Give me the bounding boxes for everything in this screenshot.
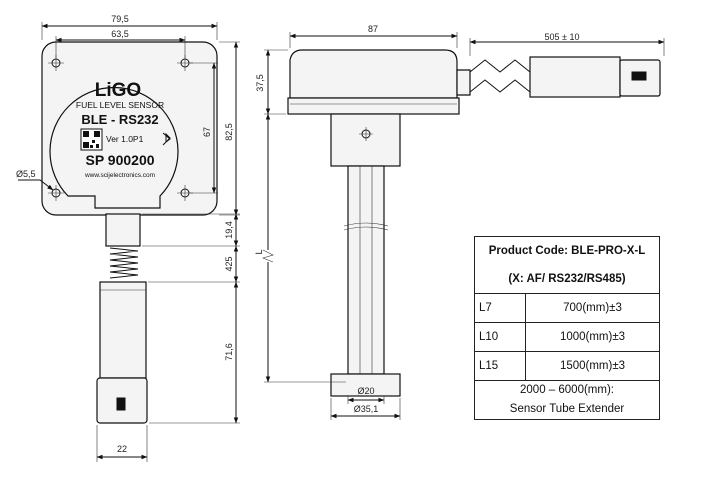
product-subtitle: FUEL LEVEL SENSOR: [76, 100, 164, 110]
dim-side-width: 87: [368, 24, 378, 34]
dim-tube-outer: Ø35,1: [354, 404, 379, 414]
qr-code-icon: [80, 128, 103, 151]
side-plug-slot: [631, 71, 647, 81]
website-label: www.scijelectronics.com: [84, 172, 155, 179]
model-label: BLE - RS232: [81, 112, 158, 127]
side-gland: [456, 69, 471, 96]
table-title: Product Code: BLE-PRO-X-L: [474, 236, 660, 265]
dim-height-outer: 82,5: [224, 123, 234, 141]
table-subtitle: (X: AF/ RS232/RS485): [474, 265, 660, 294]
connector-body: [99, 281, 147, 379]
dim-side-height: 37,5: [255, 74, 265, 92]
cable-gland: [105, 213, 141, 247]
row-value: 700(mm)±3: [525, 293, 660, 323]
dim-width-holes: 63,5: [111, 29, 129, 39]
dim-hole-dia: Ø5,5: [16, 169, 36, 179]
side-flange: [287, 97, 460, 115]
side-spring: [469, 59, 531, 93]
front-view: LiGO FUEL LEVEL SENSOR BLE - RS232 Ver 1…: [16, 14, 240, 462]
dim-height-holes: 67: [202, 127, 212, 137]
dim-connector-length: 71,6: [224, 343, 234, 361]
tube-bottom: [330, 373, 401, 397]
bluetooth-icon: [162, 132, 171, 146]
side-housing: [289, 49, 458, 99]
side-view: 87 37,5 L 505 ± 10 Ø20 Ø35,1: [254, 24, 665, 420]
dim-gland: 19,4: [224, 221, 234, 239]
cable-spring: [109, 247, 139, 279]
dim-tube-length: L: [254, 249, 264, 254]
sensor-tube: [347, 165, 385, 375]
table-row: L7 700(mm)±3: [474, 293, 660, 323]
table-row: L10 1000(mm)±3: [474, 322, 660, 352]
sensor-housing: [49, 86, 179, 209]
dim-spring: 425: [224, 256, 234, 271]
brand-logo: LiGO: [95, 80, 141, 101]
row-code: L7: [474, 293, 526, 323]
product-spec-table: Product Code: BLE-PRO-X-L (X: AF/ RS232/…: [474, 236, 660, 420]
dim-cable-length: 505 ± 10: [545, 32, 580, 42]
row-value: 1000(mm)±3: [525, 322, 660, 352]
dim-width-outer: 79,5: [111, 14, 129, 24]
dim-connector-width: 22: [117, 444, 127, 454]
side-connector: [529, 56, 621, 98]
row-code: L15: [474, 351, 526, 381]
table-footer-range: 2000 – 6000(mm):: [474, 380, 660, 400]
tube-head: [330, 113, 401, 167]
version-label: Ver 1.0P1: [106, 134, 144, 144]
table-row: L15 1500(mm)±3: [474, 351, 660, 381]
connector-slot: [116, 397, 126, 411]
dim-tube-inner: Ø20: [357, 386, 374, 396]
table-footer-note: Sensor Tube Extender: [474, 400, 660, 420]
row-code: L10: [474, 322, 526, 352]
serial-label: SP 900200: [85, 152, 154, 168]
row-value: 1500(mm)±3: [525, 351, 660, 381]
